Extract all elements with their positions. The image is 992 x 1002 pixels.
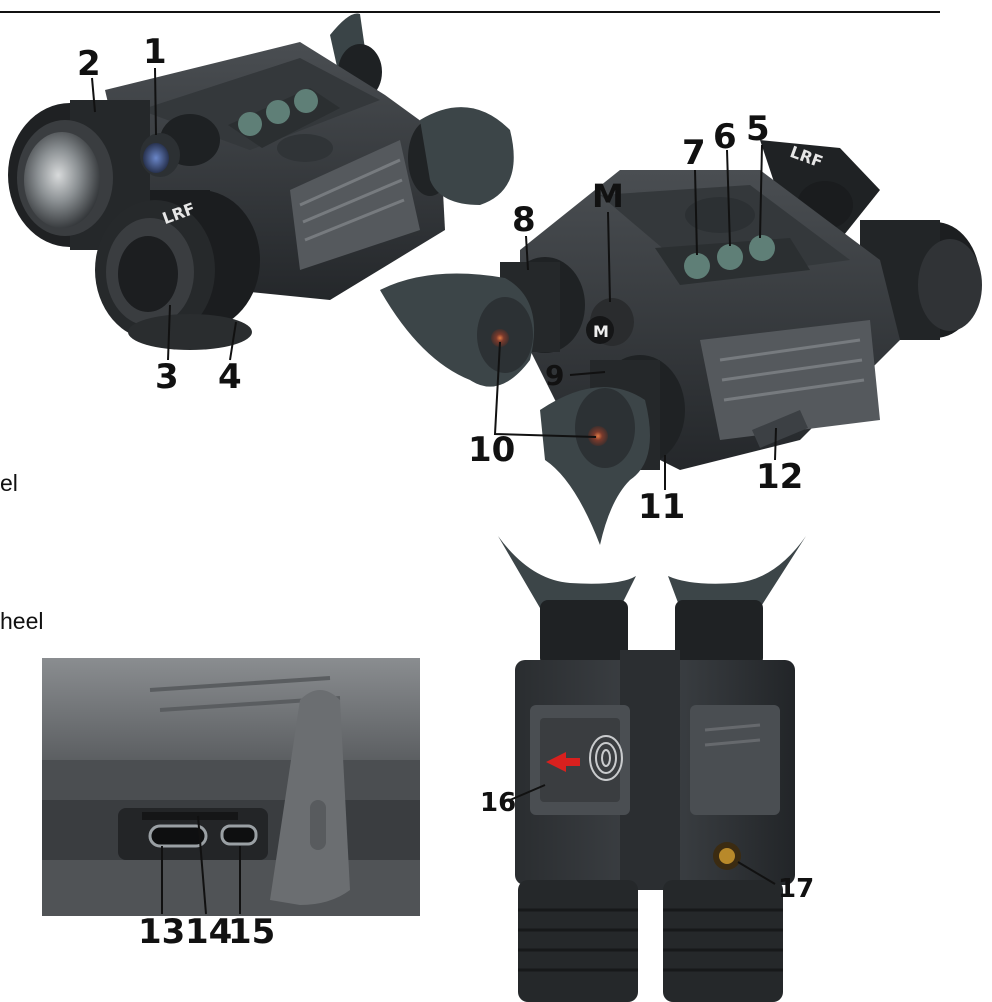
callout-14: 14 xyxy=(185,912,233,952)
binocular-top-view xyxy=(498,536,806,1002)
callout-1: 1 xyxy=(143,32,167,72)
cut-off-text-1: el xyxy=(0,470,18,496)
callout-2: 2 xyxy=(77,44,101,84)
callout-9: 9 xyxy=(545,359,565,392)
callout-M: M xyxy=(592,177,624,215)
callout-13: 13 xyxy=(138,912,186,952)
cut-off-text-2: heel xyxy=(0,608,44,634)
callout-4: 4 xyxy=(218,357,242,397)
callout-15: 15 xyxy=(228,912,276,952)
callout-16: 16 xyxy=(480,788,517,818)
callout-8: 8 xyxy=(512,200,536,240)
ports-closeup xyxy=(42,658,420,916)
top-rule xyxy=(0,11,940,13)
binocular-rear-view: LRF M xyxy=(380,140,982,545)
callout-17: 17 xyxy=(778,874,815,904)
callout-7: 7 xyxy=(682,133,706,173)
callout-3: 3 xyxy=(155,357,179,397)
binocular-front-view: LRF xyxy=(8,13,514,361)
callout-5: 5 xyxy=(746,109,770,149)
callout-12: 12 xyxy=(756,457,804,497)
mode-knob-marking: M xyxy=(593,322,609,341)
callout-11: 11 xyxy=(638,487,686,527)
callout-6: 6 xyxy=(713,117,737,157)
callout-10: 10 xyxy=(468,430,516,470)
